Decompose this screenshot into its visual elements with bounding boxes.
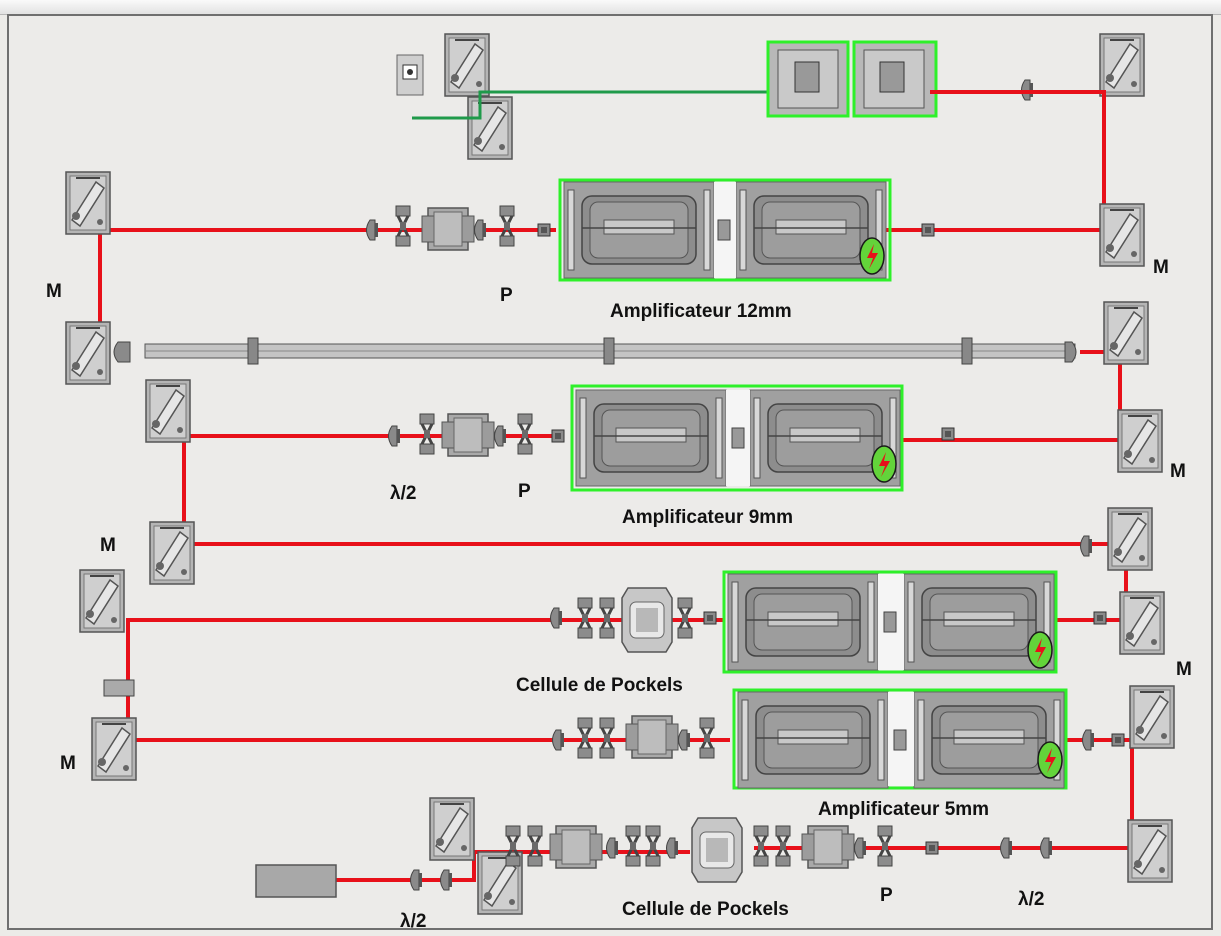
lens-icon bbox=[552, 729, 565, 751]
amplifier-5mm-label: Amplificateur 5mm bbox=[818, 799, 990, 820]
mirror-mount-icon bbox=[149, 521, 195, 585]
half-wave-label: λ/2 bbox=[400, 911, 427, 932]
mirror-mount-icon bbox=[91, 717, 137, 781]
top-source-section bbox=[396, 33, 1145, 160]
mirror-label: M bbox=[60, 753, 76, 774]
amplifier-5mm-row bbox=[91, 685, 1175, 790]
amplifier-head-icon bbox=[737, 691, 889, 789]
aperture-icon bbox=[921, 223, 935, 237]
mirror-label: M bbox=[1176, 659, 1192, 680]
lens-icon bbox=[1082, 729, 1095, 751]
mirror-label: M bbox=[1170, 461, 1186, 482]
mirror-label: M bbox=[1153, 257, 1169, 278]
amplifier-9mm-row bbox=[145, 379, 1163, 492]
mirror-mount-icon bbox=[65, 321, 111, 385]
half-wave-label: λ/2 bbox=[1018, 889, 1045, 910]
lens-icon bbox=[550, 607, 563, 629]
lens-icon bbox=[606, 837, 619, 859]
mirror-label: M bbox=[100, 535, 116, 556]
lens-icon bbox=[854, 837, 867, 859]
mirror-mount-icon bbox=[1117, 409, 1163, 473]
mirror-mount-icon bbox=[1103, 301, 1149, 365]
amplifier-12mm-row bbox=[65, 171, 1145, 282]
amplifier-head-icon bbox=[575, 389, 727, 487]
flashlamp-icon bbox=[1027, 631, 1053, 669]
pockels-cell-icon bbox=[691, 817, 743, 883]
aperture-icon bbox=[925, 841, 939, 855]
mirror-mount-icon bbox=[65, 171, 111, 235]
lens-icon bbox=[474, 219, 487, 241]
mirror-mount-icon bbox=[1129, 685, 1175, 749]
amplifier-9mm-label: Amplificateur 9mm bbox=[622, 507, 794, 528]
polarizer-label: P bbox=[880, 885, 893, 906]
amplifier-12mm-label: Amplificateur 12mm bbox=[610, 301, 792, 322]
lens-icon bbox=[494, 425, 507, 447]
lens-icon bbox=[388, 425, 401, 447]
mirror-mount-icon bbox=[1099, 33, 1145, 97]
mirror-mount-icon bbox=[467, 96, 513, 160]
polarizer-icon bbox=[394, 204, 412, 248]
mirror-mount-icon bbox=[1119, 591, 1165, 655]
amplifier-head-icon bbox=[563, 181, 715, 279]
lens-icon bbox=[440, 869, 453, 891]
polarizer-icon bbox=[498, 204, 516, 248]
polarizer-label: P bbox=[500, 285, 513, 306]
mirror-mount-icon bbox=[1127, 819, 1173, 883]
mirror-mount-icon bbox=[79, 569, 125, 633]
polarizer-label: P bbox=[518, 481, 531, 502]
aperture-icon bbox=[537, 223, 551, 237]
block-icon bbox=[801, 825, 855, 869]
aperture-icon bbox=[703, 611, 717, 625]
half-wave-label: λ/2 bbox=[390, 483, 417, 504]
mirror-mount-icon bbox=[145, 379, 191, 443]
pockels-cell-label-2: Cellule de Pockels bbox=[622, 899, 789, 920]
polarizer-icon bbox=[526, 824, 544, 868]
flashlamp-icon bbox=[871, 445, 897, 483]
aperture-icon bbox=[941, 427, 955, 441]
mirror-label: M bbox=[46, 281, 62, 302]
aperture-icon bbox=[1111, 733, 1125, 747]
mirror-mount-icon bbox=[444, 33, 490, 97]
block-icon bbox=[421, 207, 475, 251]
polarizer-icon bbox=[644, 824, 662, 868]
pockels-amplifier-row bbox=[79, 507, 1165, 697]
pockels-cell-icon bbox=[621, 587, 673, 653]
mirror-mount-icon bbox=[1099, 203, 1145, 267]
polarizer-icon bbox=[624, 824, 642, 868]
flashlamp-icon bbox=[859, 237, 885, 275]
block-icon bbox=[625, 715, 679, 759]
polarizer-icon bbox=[504, 824, 522, 868]
aperture-icon bbox=[551, 429, 565, 443]
amplifier-head-icon bbox=[727, 573, 879, 671]
aperture-icon bbox=[1093, 611, 1107, 625]
lens-icon bbox=[678, 729, 691, 751]
mirror-mount-icon bbox=[1107, 507, 1153, 571]
lens-icon bbox=[1000, 837, 1013, 859]
lens-icon bbox=[410, 869, 423, 891]
block-icon bbox=[549, 825, 603, 869]
telescope-row bbox=[65, 301, 1149, 385]
mirror-mount-icon bbox=[429, 797, 475, 861]
flashlamp-icon bbox=[1037, 741, 1063, 779]
lens-icon bbox=[1080, 535, 1093, 557]
laser-source-icon bbox=[255, 864, 337, 898]
lens-icon bbox=[1040, 837, 1053, 859]
oscillator-row bbox=[255, 797, 1173, 915]
pockels-cell-label-1: Cellule de Pockels bbox=[516, 675, 683, 696]
lens-icon bbox=[666, 837, 679, 859]
block-icon bbox=[441, 413, 495, 457]
lens-icon bbox=[366, 219, 379, 241]
